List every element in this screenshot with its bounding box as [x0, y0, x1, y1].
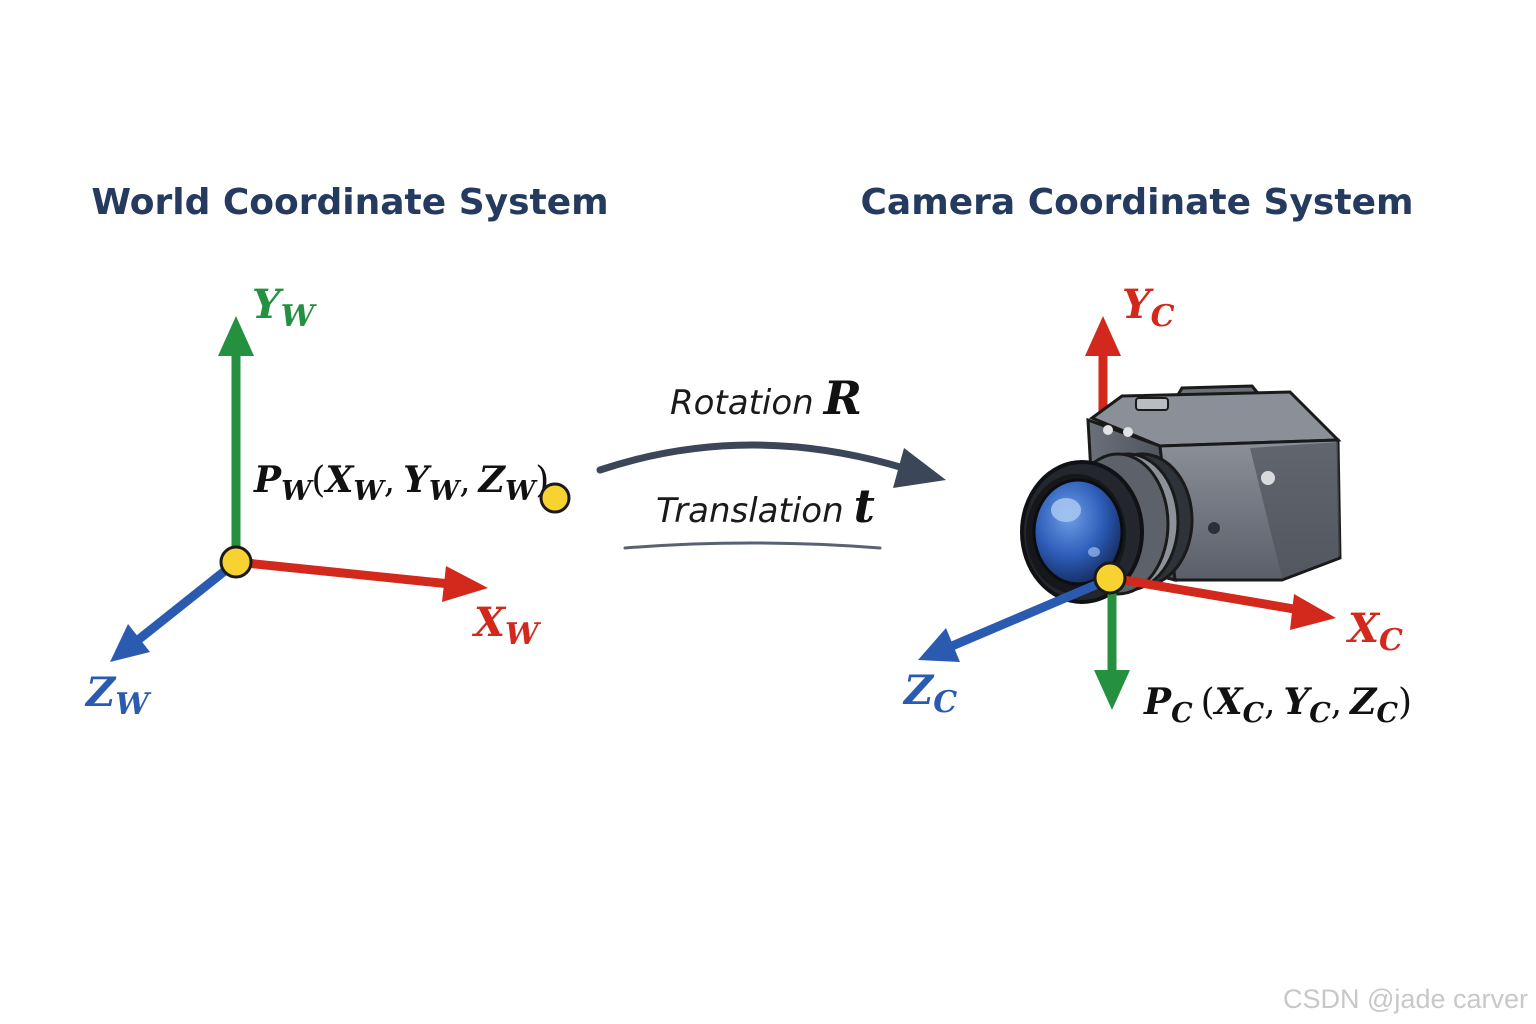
camera-down-arrowhead — [1094, 670, 1130, 710]
world-x-arrowhead — [442, 566, 488, 602]
translation-underline — [623, 541, 882, 550]
world-x-label: XW — [471, 599, 542, 652]
world-point-label: PW(XW,YW,ZW) — [253, 459, 549, 507]
world-z-axis — [135, 558, 239, 644]
camera-y-label: YC — [1122, 281, 1175, 334]
world-z-label: ZW — [84, 669, 152, 722]
camera-x-axis — [1111, 573, 1301, 615]
world-y-arrowhead — [218, 316, 254, 356]
camera-z-label: ZC — [902, 667, 957, 720]
camera-title: Camera Coordinate System — [860, 182, 1413, 223]
camera-icon — [1020, 384, 1342, 604]
transform-arrow — [596, 441, 946, 550]
world-origin — [219, 545, 253, 579]
camera-z-axis — [950, 573, 1114, 651]
rotation-arc — [596, 441, 914, 474]
world-x-axis — [235, 557, 451, 589]
watermark: CSDN @jade carver — [1283, 984, 1528, 1014]
camera-point-label: PC(XC,YC,ZC) — [1143, 681, 1412, 729]
camera-origin — [1093, 561, 1127, 595]
world-y-label: YW — [252, 281, 318, 334]
world-point-marker — [539, 482, 571, 514]
world-z-arrowhead — [110, 624, 150, 662]
transform-arrowhead — [893, 448, 946, 488]
camera-z-arrowhead — [918, 628, 960, 662]
world-title: World Coordinate System — [91, 182, 608, 223]
camera-x-label: XC — [1345, 605, 1403, 658]
camera-x-arrowhead — [1290, 594, 1336, 630]
world-axes — [110, 316, 488, 662]
camera-y-arrowhead — [1085, 316, 1121, 356]
